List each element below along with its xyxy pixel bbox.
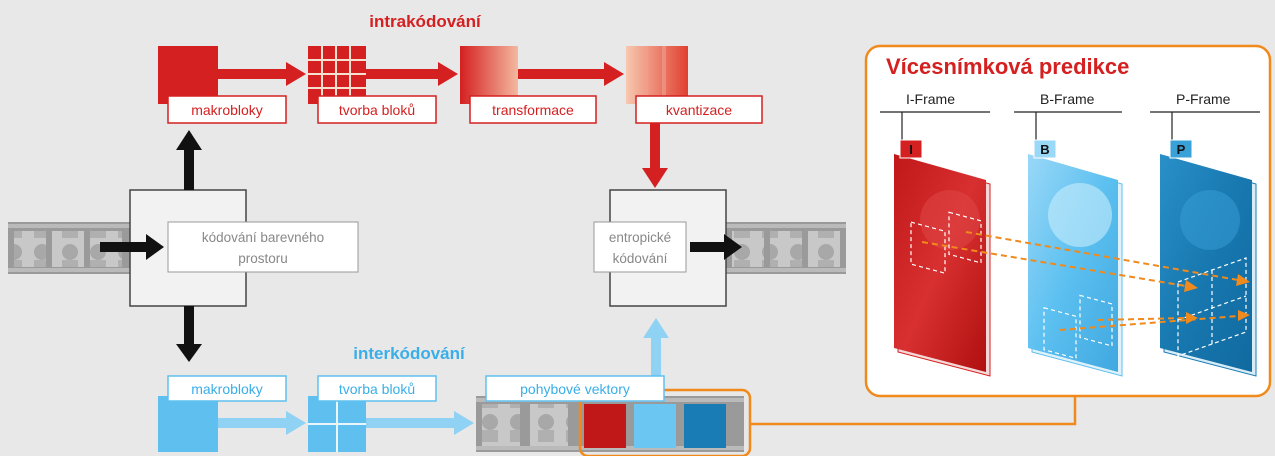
intra-block-grid	[308, 46, 366, 104]
svg-text:tvorba bloků: tvorba bloků	[339, 381, 415, 397]
inter-label-3: pohybové vektory	[485, 375, 665, 402]
svg-text:P: P	[1177, 142, 1186, 157]
svg-text:makrobloky: makrobloky	[191, 102, 263, 118]
svg-text:prostoru: prostoru	[238, 251, 288, 266]
inter-macroblock-square	[158, 396, 218, 452]
svg-text:kódování barevného: kódování barevného	[202, 230, 324, 245]
prediction-arrowheads	[1184, 274, 1250, 324]
inter-label-1: makrobloky	[167, 375, 287, 402]
inter-arrows	[218, 318, 669, 435]
dark-arrows	[100, 130, 742, 362]
frame-header-i: I-Frame	[880, 91, 990, 140]
output-film-strip	[726, 222, 846, 274]
p-frame	[1160, 154, 1257, 377]
intra-title: intrakódování	[369, 12, 482, 31]
inter-label-2: tvorba bloků	[317, 375, 437, 402]
svg-text:makrobloky: makrobloky	[191, 381, 263, 397]
color-space-label: kódování barevného prostoru	[167, 221, 359, 273]
intra-arrows	[218, 62, 668, 188]
i-frame	[894, 154, 991, 377]
badge-b: B	[1033, 139, 1057, 159]
svg-text:kódování: kódování	[613, 251, 668, 266]
connector-line	[750, 396, 1077, 426]
badge-p: P	[1169, 139, 1193, 159]
svg-text:pohybové vektory: pohybové vektory	[520, 381, 630, 397]
intra-macroblock-square	[158, 46, 218, 104]
svg-text:B: B	[1040, 142, 1049, 157]
svg-text:I-Frame: I-Frame	[906, 91, 955, 107]
svg-text:tvorba bloků: tvorba bloků	[339, 102, 415, 118]
intra-label-1: makrobloky	[167, 95, 287, 124]
svg-text:B-Frame: B-Frame	[1040, 91, 1095, 107]
prediction-title: Vícesnímková predikce	[886, 54, 1129, 79]
frame-header-b: B-Frame	[1014, 91, 1122, 140]
svg-text:transformace: transformace	[492, 102, 574, 118]
svg-text:I: I	[909, 142, 913, 157]
inter-film-strip	[476, 396, 744, 452]
intra-label-2: tvorba bloků	[317, 95, 437, 124]
intra-quant-square	[626, 46, 688, 104]
entropy-label: entropické kódování	[593, 221, 687, 273]
inter-block-grid	[308, 396, 366, 452]
b-frame	[1028, 154, 1123, 377]
frame-header-p: P-Frame	[1150, 91, 1260, 140]
prediction-arrows	[921, 231, 1239, 331]
svg-text:P-Frame: P-Frame	[1176, 91, 1231, 107]
badge-i: I	[899, 139, 923, 159]
intra-label-4: kvantizace	[635, 95, 763, 124]
svg-text:entropické: entropické	[609, 230, 671, 245]
intra-transform-square	[460, 46, 518, 104]
intra-label-3: transformace	[469, 95, 597, 124]
inter-title: interkódování	[353, 344, 466, 363]
svg-text:kvantizace: kvantizace	[666, 102, 732, 118]
